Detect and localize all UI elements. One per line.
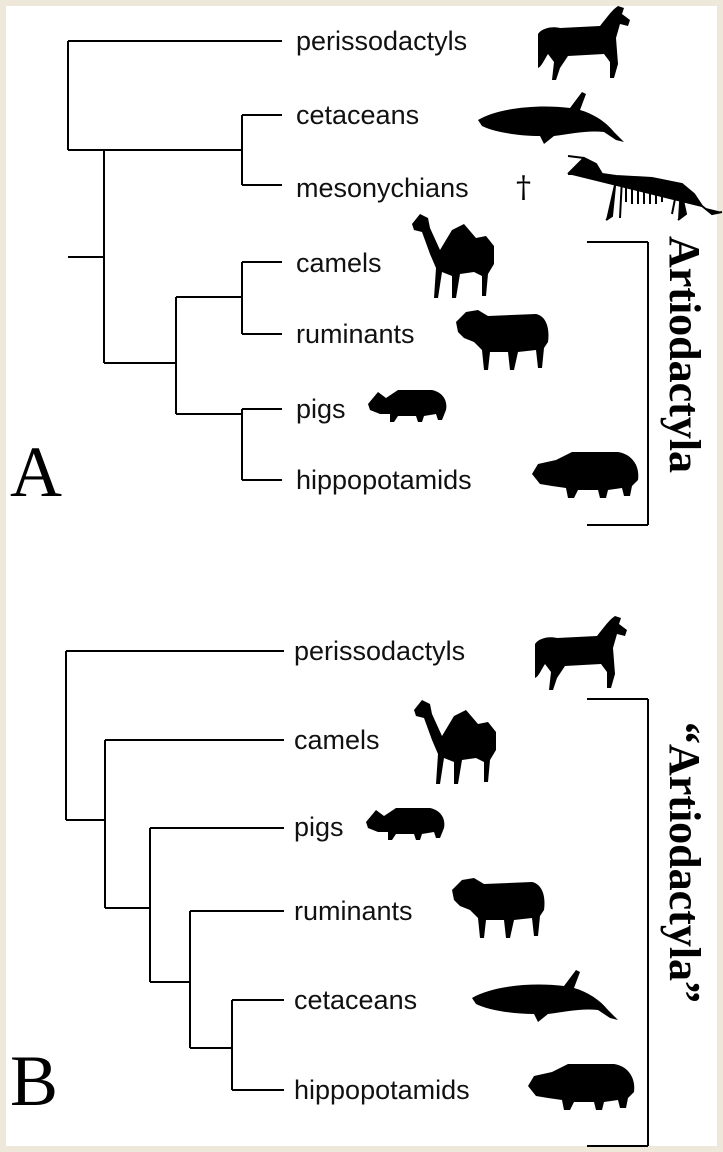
hippo-icon: [528, 1064, 634, 1110]
sheep-icon: [452, 878, 545, 938]
dolphin-icon: [472, 970, 618, 1022]
